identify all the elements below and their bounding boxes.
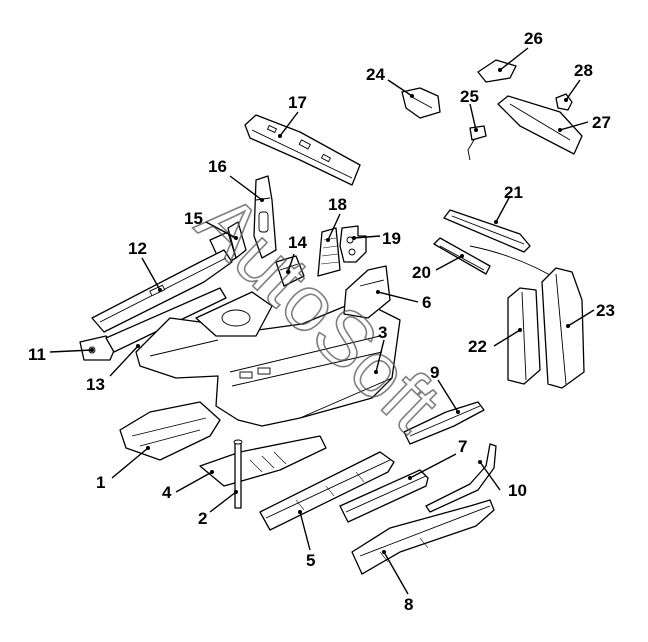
callout-17: 17 [288,93,307,112]
part-21-shape [443,209,563,283]
callout-26: 26 [524,29,543,48]
part-8-shape [351,499,495,575]
callout-19: 19 [382,229,401,248]
part-6-shape [343,265,391,319]
callout-7: 7 [458,437,467,456]
part-14-shape [275,255,305,287]
callout-16: 16 [208,157,227,176]
part-27-shape [497,95,583,155]
callouts: 1 2 3 4 5 6 7 8 9 10 11 12 13 14 15 16 1… [28,29,615,614]
part-2-shape [233,439,243,509]
part-18-shape [317,227,341,277]
callout-28: 28 [574,61,593,80]
part-1-shape [119,401,221,461]
callout-8: 8 [404,595,413,614]
part-7-shape [339,469,429,523]
callout-4: 4 [162,483,172,502]
part-22-shape [507,287,541,385]
callout-10: 10 [508,481,527,500]
callout-2: 2 [198,509,207,528]
callout-15: 15 [184,209,203,228]
callout-9: 9 [430,363,439,382]
part-17-shape [244,114,361,186]
part-25-shape [467,125,487,161]
callout-6: 6 [422,293,431,312]
part-19-shape [339,225,367,263]
callout-5: 5 [306,551,315,570]
callout-21: 21 [504,183,523,202]
callout-1: 1 [96,473,105,492]
callout-18: 18 [328,195,347,214]
part-9-shape [403,401,485,445]
callout-22: 22 [468,337,487,356]
part-28-shape [555,93,573,111]
part-16-shape [253,175,277,259]
part-10-shape [425,443,497,513]
part-4-shape [199,435,327,487]
callout-20: 20 [412,263,431,282]
part-13-floor-shape [135,291,401,427]
callout-25: 25 [460,87,479,106]
callout-23: 23 [596,301,615,320]
leader-lines [49,47,595,595]
callout-12: 12 [128,239,147,258]
callout-13: 13 [86,375,105,394]
callout-11: 11 [28,345,46,364]
callout-14: 14 [288,233,307,252]
callout-27: 27 [592,113,611,132]
part-26-shape [477,59,517,83]
part-12-shape [91,249,233,333]
callout-3: 3 [378,323,387,342]
callout-24: 24 [366,65,385,84]
part-11-shape [79,287,227,361]
part-5-shape [259,451,395,531]
part-23-shape [541,267,585,389]
